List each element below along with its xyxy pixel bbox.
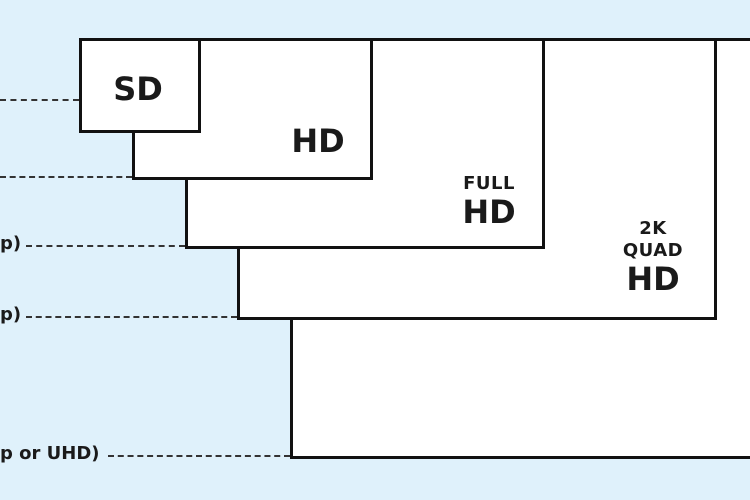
sd-text: SD <box>113 70 163 108</box>
sd-box <box>79 38 201 133</box>
leader-line-qhd <box>26 316 237 318</box>
sd-label: SD <box>104 72 172 106</box>
leader-line-sd <box>0 99 79 101</box>
side-label-uhd: p or UHD) <box>0 443 100 464</box>
qhd-line3: HD <box>626 260 680 298</box>
full-hd-line1: FULL <box>463 173 515 194</box>
leader-line-uhd <box>108 455 290 457</box>
hd-text: HD <box>291 122 345 160</box>
qhd-line1: 2K <box>639 218 667 239</box>
hd-label: HD <box>284 124 352 158</box>
qhd-label: 2K QUAD HD <box>612 218 694 296</box>
full-hd-line2: HD <box>462 193 516 231</box>
leader-line-full-hd <box>26 245 185 247</box>
side-label-qhd: p) <box>0 304 22 325</box>
leader-line-hd <box>0 176 132 178</box>
full-hd-label: FULL HD <box>452 173 526 229</box>
side-label-full-hd: p) <box>0 233 22 254</box>
qhd-line2: QUAD <box>622 240 684 261</box>
